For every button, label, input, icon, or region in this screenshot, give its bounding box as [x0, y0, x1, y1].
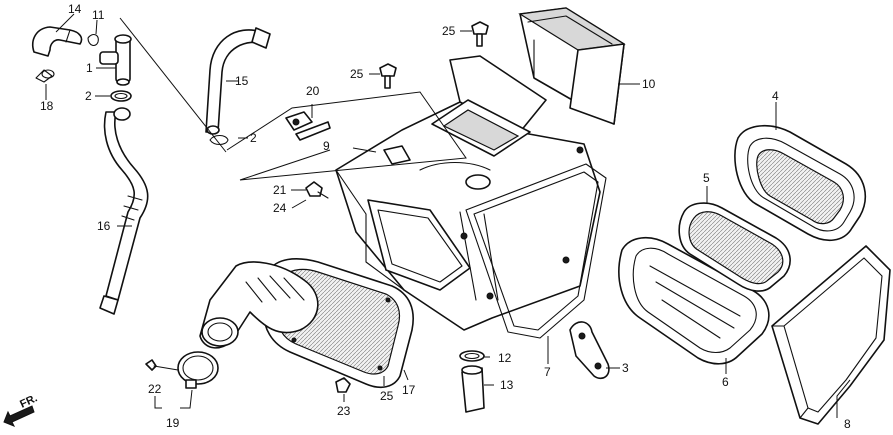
- callout-25-lower: 24: [273, 201, 287, 215]
- callout-2-left: 2: [85, 89, 92, 103]
- callout-18: 16: [97, 219, 111, 233]
- breather-hose: [205, 27, 271, 135]
- air-cleaner-side-cover: [771, 245, 891, 425]
- bolt-25-upper: [471, 21, 489, 47]
- bolt-25-middle: [379, 63, 397, 89]
- callout-19: 18: [40, 99, 54, 113]
- callout-22: 21: [273, 183, 287, 197]
- callout-5: 5: [703, 171, 710, 185]
- hose-clip: [209, 134, 229, 146]
- clamp-screw: [145, 359, 179, 371]
- callout-6: 6: [722, 375, 729, 389]
- tube-clip-13: [87, 33, 99, 47]
- callout-11: 9: [323, 139, 330, 153]
- callout-25-middle: 25: [350, 67, 364, 81]
- callout-17: 15: [235, 74, 249, 88]
- front-direction-arrow: FR.: [3, 392, 39, 427]
- drain-plug-ring: [459, 350, 485, 362]
- callout-23: 22: [148, 382, 162, 396]
- element-holder: [618, 237, 770, 365]
- callout-9: 8: [844, 417, 851, 431]
- callout-1: 1: [86, 61, 93, 75]
- drain-tube: [99, 107, 149, 315]
- drain-nut: [335, 377, 351, 393]
- drain-plug: [461, 365, 485, 413]
- callout-20: 19: [166, 416, 180, 430]
- callout-12: 10: [642, 77, 656, 91]
- breather-tube-elbow: [32, 26, 83, 57]
- callout-7: 25: [380, 389, 394, 403]
- breather-valve: [285, 111, 331, 141]
- bolt-22: [305, 181, 329, 199]
- tube-clip-19: [35, 69, 55, 83]
- air-filter-screen: [678, 202, 791, 292]
- callout-8: 7: [544, 365, 551, 379]
- callout-21: 20: [306, 84, 320, 98]
- tube-clamp-ring: [110, 90, 132, 102]
- breather-joint: [99, 34, 132, 86]
- air-cleaner-cover: [518, 7, 626, 125]
- callout-13: 11: [92, 8, 105, 22]
- callout-16: 14: [68, 2, 82, 16]
- callout-14: 12: [498, 351, 512, 365]
- intake-band-clamp: [177, 351, 219, 389]
- callout-labels: 14 11 1 2 18 15 2 16 20 9 21 24 25 25 10…: [40, 2, 851, 431]
- front-direction-label: FR.: [18, 392, 39, 410]
- leader-lines: [45, 13, 851, 418]
- callout-4: 4: [772, 89, 779, 103]
- callout-15: 13: [500, 378, 514, 392]
- callout-3: 3: [622, 361, 629, 375]
- callout-24: 23: [337, 404, 351, 418]
- air-cleaner-element: [734, 125, 867, 241]
- case-seal: [465, 163, 607, 339]
- intake-boot: [199, 261, 319, 349]
- callout-25-upper: 25: [442, 24, 456, 38]
- case-bracket: [569, 321, 610, 380]
- callout-2-right: 2: [250, 131, 257, 145]
- callout-10: 17: [402, 383, 416, 397]
